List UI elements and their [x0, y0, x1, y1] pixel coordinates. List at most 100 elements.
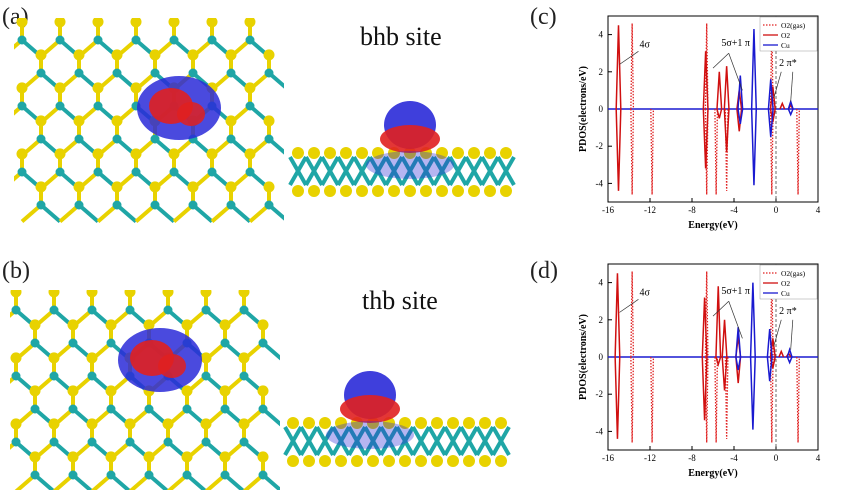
sulfur-atom: [181, 451, 193, 463]
sulfur-atom: [105, 385, 117, 397]
sulfur-atom: [335, 417, 347, 429]
sulfur-atom: [225, 181, 237, 193]
annotation-arrow: [619, 51, 639, 65]
sulfur-atom: [92, 82, 104, 94]
bond: [331, 426, 351, 456]
sulfur-atom: [162, 290, 174, 298]
sulfur-atom: [92, 148, 104, 160]
sulfur-atom: [10, 418, 22, 430]
sulfur-atom: [29, 385, 41, 397]
metal-atom: [93, 167, 103, 177]
pdos-peak: [778, 349, 785, 358]
accumulation-lobe: [177, 102, 205, 126]
pdos-peak: [615, 108, 622, 191]
x-tick-label: 4: [816, 453, 821, 463]
bond: [411, 426, 431, 456]
site-label-thb: thb site: [362, 286, 438, 315]
sulfur-atom: [206, 148, 218, 160]
sulfur-atom: [48, 290, 60, 298]
sulfur-atom: [86, 290, 98, 298]
metal-atom: [87, 305, 97, 315]
metal-atom: [30, 404, 40, 414]
metal-atom: [125, 305, 135, 315]
sulfur-atom: [356, 185, 368, 197]
sulfur-atom: [263, 49, 275, 61]
bond: [352, 156, 372, 186]
metal-atom: [226, 200, 236, 210]
sulfur-atom: [238, 290, 250, 298]
metal-atom: [258, 404, 268, 414]
sulfur-atom: [124, 418, 136, 430]
bond: [427, 426, 447, 456]
sulfur-atom: [303, 417, 315, 429]
legend-label: O2(gas): [781, 21, 806, 30]
sulfur-atom: [257, 385, 269, 397]
bond: [304, 156, 324, 186]
metal-atom: [188, 200, 198, 210]
x-tick-label: -16: [602, 453, 614, 463]
pdos-peak: [630, 271, 635, 358]
pdos-peak: [614, 273, 621, 358]
pdos-peak: [716, 71, 723, 110]
sulfur-atom: [35, 115, 47, 127]
sulfur-atom: [35, 181, 47, 193]
sulfur-atom: [463, 417, 475, 429]
annotation-label: 2 π*: [779, 306, 797, 317]
sulfur-atom: [225, 115, 237, 127]
sulfur-atom: [16, 18, 28, 28]
sulfur-atom: [181, 385, 193, 397]
bond: [448, 156, 468, 186]
metal-atom: [226, 134, 236, 144]
sulfur-atom: [54, 82, 66, 94]
pdos-peak: [630, 108, 635, 195]
series-cu: [737, 28, 794, 186]
sulfur-atom: [340, 185, 352, 197]
sulfur-atom: [468, 185, 480, 197]
y-axis-label: PDOS(electrons/eV): [578, 66, 589, 152]
pdos-peak: [766, 329, 773, 358]
bond: [283, 426, 303, 456]
sulfur-atom: [415, 455, 427, 467]
sulfur-atom: [86, 352, 98, 364]
depletion-lobe: [366, 151, 454, 179]
pdos-peak: [715, 286, 722, 358]
pdos-peak: [702, 51, 709, 110]
metal-atom: [36, 134, 46, 144]
sulfur-atom: [73, 115, 85, 127]
charge-density: [366, 101, 454, 179]
sulfur-atom: [484, 185, 496, 197]
metal-atom: [207, 167, 217, 177]
sulfur-atom: [219, 319, 231, 331]
sulfur-atom: [399, 455, 411, 467]
sulfur-atom: [105, 319, 117, 331]
charge-density: [137, 76, 221, 140]
metal-atom: [220, 338, 230, 348]
metal-atom: [106, 470, 116, 480]
x-tick-label: -4: [730, 453, 738, 463]
sulfur-atom: [54, 18, 66, 28]
x-tick-label: -12: [644, 205, 656, 215]
metal-atom: [125, 437, 135, 447]
y-tick-label: 0: [599, 104, 604, 114]
depletion-lobe: [326, 421, 414, 449]
annotation-arrow: [790, 71, 794, 102]
annotation-label: 4σ: [640, 40, 651, 51]
bond: [320, 156, 340, 186]
sulfur-atom: [324, 147, 336, 159]
metal-atom: [112, 200, 122, 210]
metal-atom: [17, 35, 27, 45]
bond: [496, 156, 516, 186]
x-tick-label: -8: [688, 205, 696, 215]
bond: [315, 426, 335, 456]
metal-atom: [17, 101, 27, 111]
site-label-bhb: bhb site: [360, 22, 442, 51]
thb-top-view: [10, 290, 280, 490]
metal-atom: [93, 101, 103, 111]
sulfur-atom: [324, 185, 336, 197]
metal-atom: [106, 338, 116, 348]
panel-label-c: (c): [530, 4, 557, 30]
bond: [299, 426, 319, 456]
sulfur-atom: [257, 451, 269, 463]
